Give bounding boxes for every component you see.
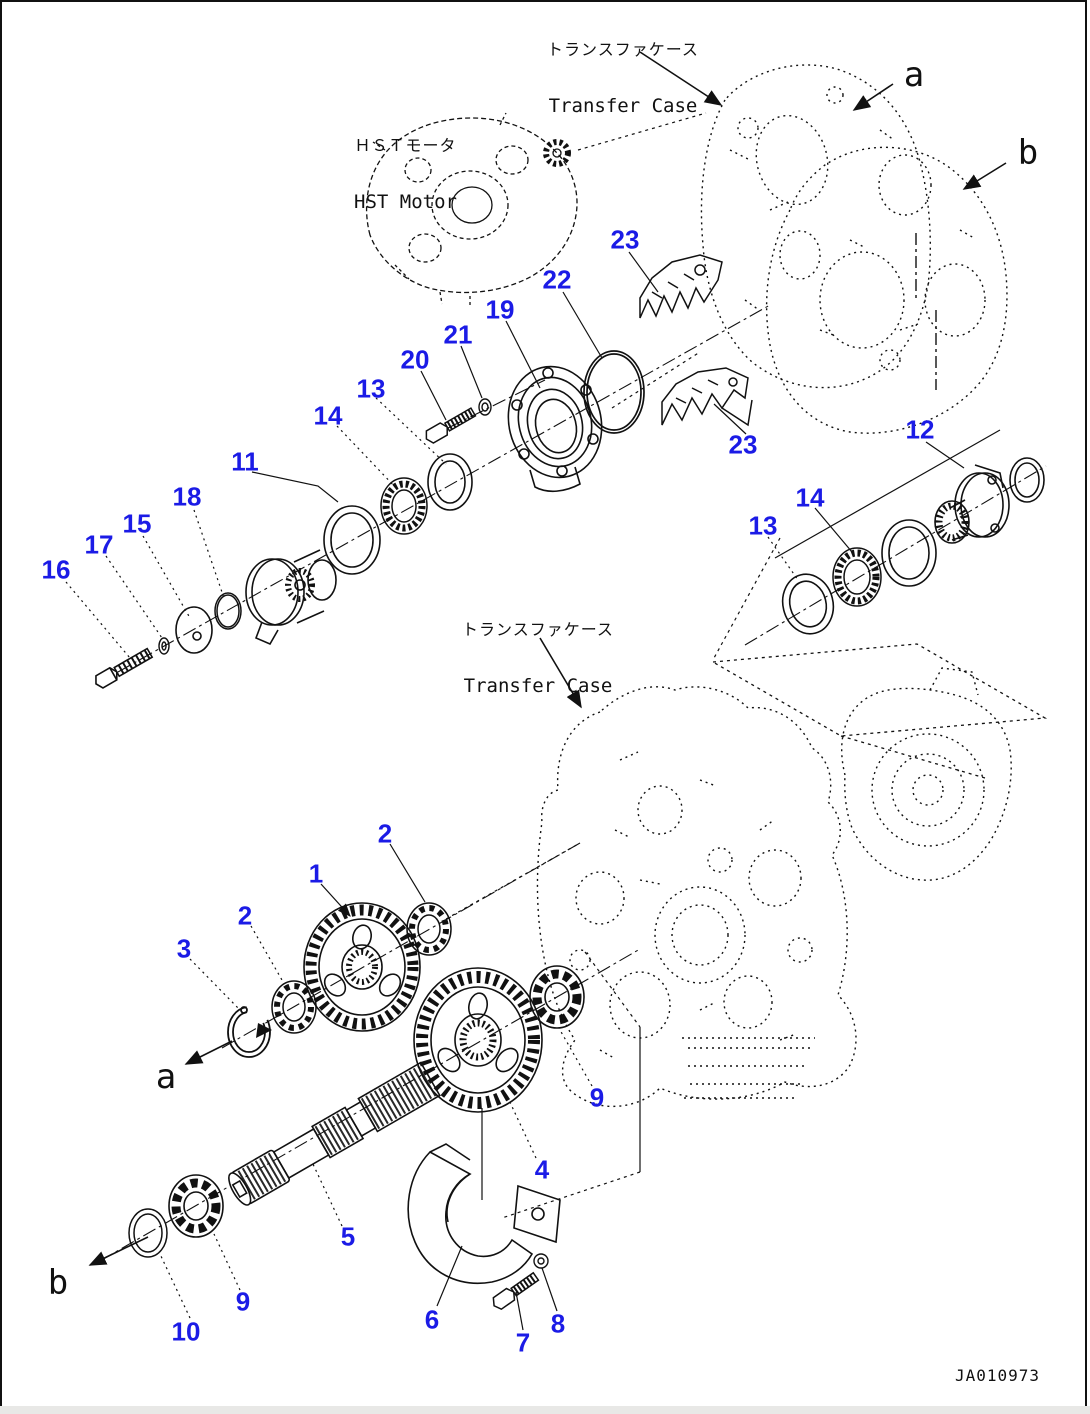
callout-14-14: 14: [795, 482, 825, 513]
callout-20-7: 20: [400, 344, 430, 375]
leader-lines-dotted: [65, 397, 799, 1319]
callout-15-2: 15: [122, 508, 152, 539]
part-13-ring-left: [427, 453, 473, 511]
callout-13-15: 13: [748, 510, 778, 541]
phantom-connector-lines: [577, 112, 781, 659]
callout-10-24: 10: [171, 1316, 201, 1347]
label-arrows: [88, 51, 1007, 1266]
callout-18-3: 18: [172, 481, 202, 512]
group-12-bracket: [774, 429, 1001, 559]
transfer-case-bottom-drawing: [536, 686, 857, 1108]
transfer-case-mid-label-jp: トランスファケース: [462, 619, 614, 639]
part-23-gasket-upper: [639, 254, 723, 319]
callout-19-9: 19: [485, 294, 515, 325]
part-20-bolt: [425, 407, 477, 444]
section-letter-a-bottom: a: [155, 1057, 177, 1097]
callout-16-0: 16: [41, 554, 71, 585]
part-14-ring-left: [380, 477, 428, 535]
section-letter-b-top: b: [1017, 133, 1039, 173]
callout-4-21: 4: [534, 1154, 550, 1185]
transfer-case-top-label: トランスファケース Transfer Case: [543, 4, 703, 155]
callout-2-18: 2: [237, 900, 253, 931]
callout-5-22: 5: [340, 1221, 356, 1252]
leader-lines-solid: [251, 251, 965, 1331]
callout-23-12: 23: [728, 429, 758, 460]
part-11-yoke: [245, 549, 337, 646]
part-2-bearing-upper: [406, 902, 452, 956]
part-12-ring-small: [1009, 457, 1045, 503]
hst-motor-label-jp: ＨＳＴモータ: [354, 135, 457, 155]
part-4-gear: [413, 967, 543, 1113]
part-14-ring-right: [832, 547, 882, 607]
callout-7-26: 7: [515, 1327, 531, 1358]
transfer-case-top-label-jp: トランスファケース: [547, 39, 699, 59]
hst-motor-label: ＨＳＴモータ HST Motor: [348, 100, 463, 251]
part-8-washer: [533, 1253, 549, 1269]
transfer-case-mid-label: トランスファケース Transfer Case: [458, 584, 618, 735]
callout-6-25: 6: [424, 1304, 440, 1335]
part-3-snap-ring: [227, 1006, 272, 1058]
callout-11-4: 11: [231, 446, 259, 477]
section-letter-a-top: a: [903, 55, 925, 95]
part-6-cover: [407, 1143, 561, 1284]
part-12-ring: [881, 519, 937, 587]
part-15-plate: [175, 606, 213, 654]
part-7-bolt: [492, 1271, 540, 1311]
callout-23-11: 23: [610, 224, 640, 255]
part-11-ring: [323, 505, 381, 575]
part-1-gear: [303, 902, 421, 1032]
part-13-seal-right: [781, 573, 835, 635]
part-12-yoke: [934, 464, 1010, 544]
hst-motor-drawing: [365, 112, 578, 306]
callout-1-17: 1: [308, 858, 324, 889]
callout-8-27: 8: [550, 1308, 566, 1339]
section-letter-b-bottom: b: [47, 1263, 69, 1303]
part-17-washer: [158, 637, 170, 655]
page-edge: [0, 1406, 1090, 1414]
phantom-bracket-lines: [445, 842, 641, 1219]
part-10-seal: [128, 1208, 168, 1258]
part-19-cover: [507, 365, 603, 493]
callout-12-13: 12: [905, 414, 935, 445]
drawing-number: JA010973: [955, 1366, 1041, 1385]
callout-22-10: 22: [542, 264, 572, 295]
callout-17-1: 17: [84, 529, 114, 560]
phantom-plane: [710, 643, 1048, 779]
callout-21-8: 21: [443, 319, 473, 350]
part-16-bolt: [95, 647, 154, 689]
hst-motor-label-en: HST Motor: [354, 190, 457, 213]
part-9-bearing-mid: [529, 965, 585, 1029]
callout-13-6: 13: [356, 373, 386, 404]
part-9-bearing-lower: [168, 1174, 224, 1238]
transfer-case-top-label-en: Transfer Case: [548, 94, 698, 117]
callout-2-16: 2: [377, 818, 393, 849]
callout-9-20: 9: [589, 1082, 605, 1113]
part-21-washer: [478, 398, 492, 416]
part-5-shaft: [228, 1061, 441, 1206]
part-18-oring: [214, 592, 242, 630]
part-23-gasket-lower: [661, 367, 753, 427]
part-22-oring: [583, 350, 645, 434]
transfer-case-rear-drawing: [700, 64, 1008, 434]
transfer-case-side-drawing: [841, 667, 1012, 881]
transfer-case-mid-label-en: Transfer Case: [463, 674, 613, 697]
callout-3-19: 3: [176, 933, 192, 964]
callout-14-5: 14: [313, 400, 343, 431]
callout-9-23: 9: [235, 1286, 251, 1317]
